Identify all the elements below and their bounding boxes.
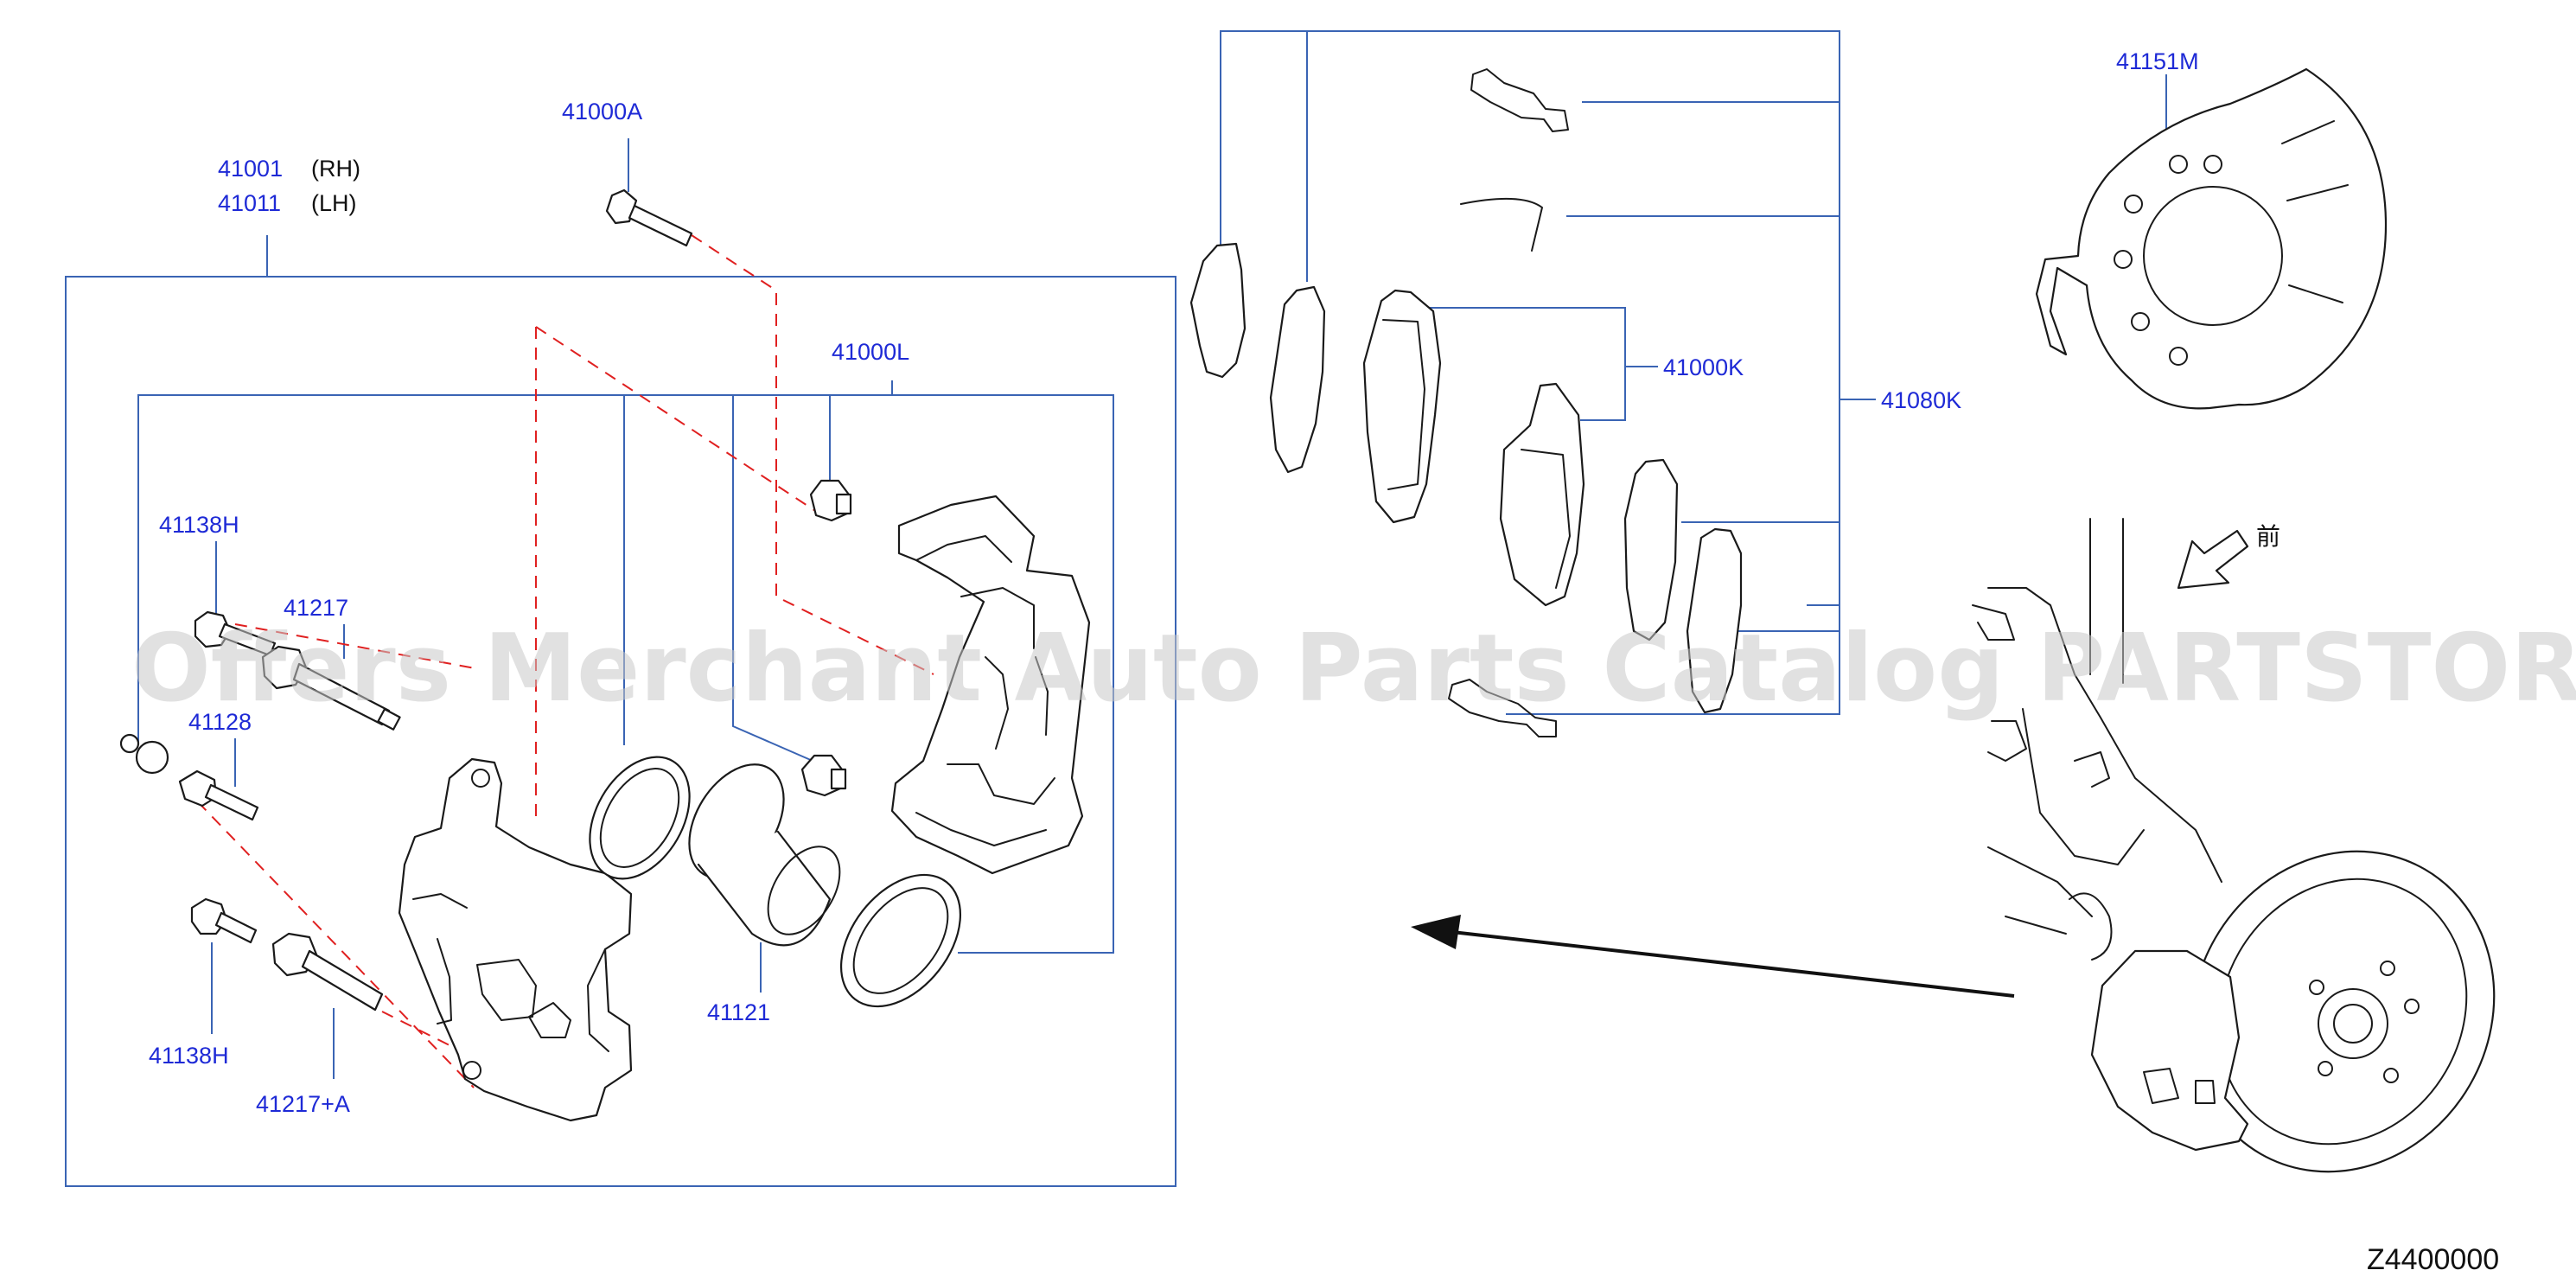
brake-pad-41000K-outer	[1362, 289, 1442, 524]
label-41011[interactable]: 41011	[218, 190, 281, 216]
piston-41121	[688, 763, 841, 947]
caliper-body-41001	[398, 757, 633, 1122]
backing-plate-41151M	[2035, 67, 2388, 410]
caliper-assembly-box	[65, 276, 1176, 1187]
label-41138H-top[interactable]: 41138H	[159, 512, 239, 538]
label-41001[interactable]: 41001	[218, 156, 283, 182]
bracket-41000L	[137, 394, 1114, 954]
brake-pad-inner-shims	[1623, 458, 1743, 714]
label-41217[interactable]: 41217	[284, 595, 348, 621]
label-41217A[interactable]: 41217+A	[256, 1091, 350, 1117]
bleeder-41128	[119, 733, 259, 821]
bolt-41000A	[605, 188, 693, 247]
diagram-code: Z4400000	[2367, 1243, 2499, 1276]
pad-shims	[1189, 242, 1326, 474]
label-41000L[interactable]: 41000L	[832, 339, 909, 365]
label-41128[interactable]: 41128	[188, 709, 252, 735]
piston-boot	[839, 873, 962, 1008]
label-41151M[interactable]: 41151M	[2116, 48, 2199, 74]
leader-lines	[65, 30, 2167, 1187]
label-41080K[interactable]: 41080K	[1881, 387, 1961, 413]
label-41138H-bottom[interactable]: 41138H	[149, 1043, 229, 1069]
watermark: Offers Merchant Auto Parts Catalog PARTS…	[131, 615, 2576, 723]
assembly-arrow	[1411, 915, 2015, 998]
guide-pin-41217A	[271, 932, 384, 1012]
part-labels: 41000A 41001 (RH) 41011 (LH) 41000L 4113…	[149, 48, 2199, 1117]
piston-seal	[589, 756, 691, 880]
label-41000A[interactable]: 41000A	[562, 99, 642, 124]
label-41011-side: (LH)	[311, 190, 357, 216]
guide-pin-41217	[261, 645, 401, 731]
front-mark-label: 前	[2256, 522, 2280, 551]
label-41000K[interactable]: 41000K	[1663, 354, 1744, 380]
assembly-view	[1972, 518, 2496, 1173]
label-41121[interactable]: 41121	[707, 999, 770, 1025]
label-41001-side: (RH)	[311, 156, 360, 182]
brake-pad-41000K-inner	[1499, 382, 1585, 607]
caliper-bracket-41000L	[890, 495, 1091, 875]
front-arrow-icon	[2177, 529, 2249, 590]
bolt-41138H-bottom	[190, 897, 258, 944]
bushings	[800, 479, 852, 797]
pad-clips	[1448, 68, 1569, 737]
